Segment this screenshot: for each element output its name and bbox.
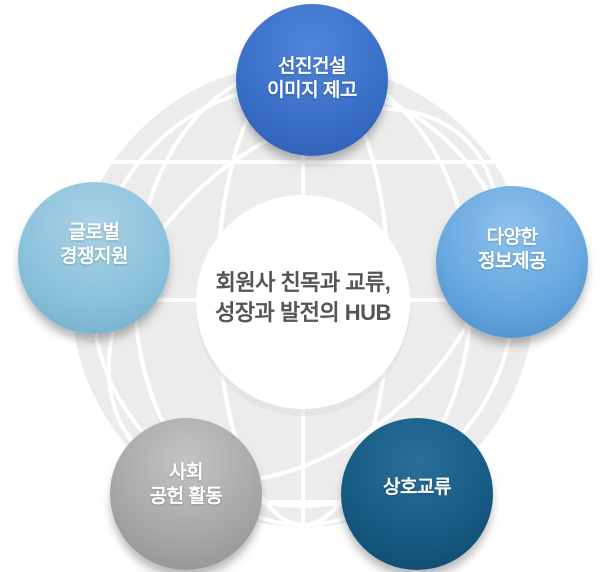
- node-label-line2: 이미지 제고: [267, 80, 357, 101]
- node-label-line1: 다양한: [486, 227, 538, 248]
- node-label-line1: 글로벌: [68, 222, 120, 243]
- node-label-line2: 정보제공: [478, 251, 546, 272]
- node-label: 선진건설 이미지 제고: [267, 55, 357, 103]
- node-label-line1: 상호교류: [383, 477, 451, 498]
- hub-message-line1: 회원사 친목과 교류,: [215, 270, 391, 295]
- node-label: 상호교류: [383, 476, 451, 500]
- node-label-line1: 사회: [169, 462, 203, 483]
- node-label: 글로벌 경쟁지원: [60, 221, 128, 269]
- node-label-line2: 경쟁지원: [60, 246, 128, 267]
- node-label-line1: 선진건설: [278, 56, 346, 77]
- node-diverse-information-provision: 다양한 정보제공: [436, 186, 588, 338]
- node-label: 다양한 정보제공: [478, 226, 546, 274]
- center-white-circle: [196, 195, 410, 409]
- node-label: 사회 공헌 활동: [150, 461, 223, 509]
- node-advanced-construction-image: 선진건설 이미지 제고: [236, 4, 388, 156]
- node-social-contribution-activity: 사회 공헌 활동: [110, 418, 262, 570]
- node-mutual-exchange: 상호교류: [341, 418, 493, 570]
- node-label-line2: 공헌 활동: [149, 486, 223, 507]
- node-global-competition-support: 글로벌 경쟁지원: [18, 182, 170, 334]
- hub-center-message: 회원사 친목과 교류, 성장과 발전의 HUB: [153, 268, 453, 328]
- hub-message-line2: 성장과 발전의 HUB: [215, 300, 391, 325]
